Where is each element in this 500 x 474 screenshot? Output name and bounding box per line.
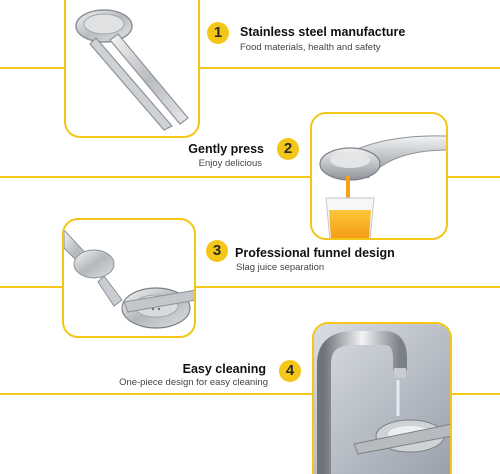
product-image-4 — [312, 322, 452, 474]
feature-4-title: Easy cleaning — [182, 362, 266, 376]
divider-line-2 — [0, 176, 500, 178]
feature-3-subtitle: Slag juice separation — [236, 262, 325, 273]
juice-pressing-illustration — [319, 135, 446, 238]
feature-4-number-badge: 4 — [279, 360, 301, 382]
feature-3-number-badge: 3 — [206, 240, 228, 262]
divider-line-3 — [0, 286, 500, 288]
product-image-1 — [64, 0, 200, 138]
product-image-3 — [62, 218, 196, 338]
feature-1-subtitle: Food materials, health and safety — [240, 42, 381, 53]
feature-2-subtitle: Enjoy delicious — [198, 158, 262, 169]
product-image-2 — [310, 112, 448, 240]
squeezer-closed-illustration — [75, 9, 189, 131]
cleaning-faucet-illustration — [314, 324, 450, 474]
feature-1-title: Stainless steel manufacture — [240, 25, 406, 39]
feature-1-number-badge: 1 — [207, 22, 229, 44]
feature-3-title: Professional funnel design — [235, 246, 395, 260]
divider-line-1 — [0, 67, 500, 69]
feature-2-number-badge: 2 — [277, 138, 299, 160]
feature-4-subtitle: One-piece design for easy cleaning — [119, 377, 268, 388]
feature-2-title: Gently press — [188, 142, 264, 156]
divider-line-4 — [0, 393, 500, 395]
funnel-design-illustration — [64, 229, 194, 329]
